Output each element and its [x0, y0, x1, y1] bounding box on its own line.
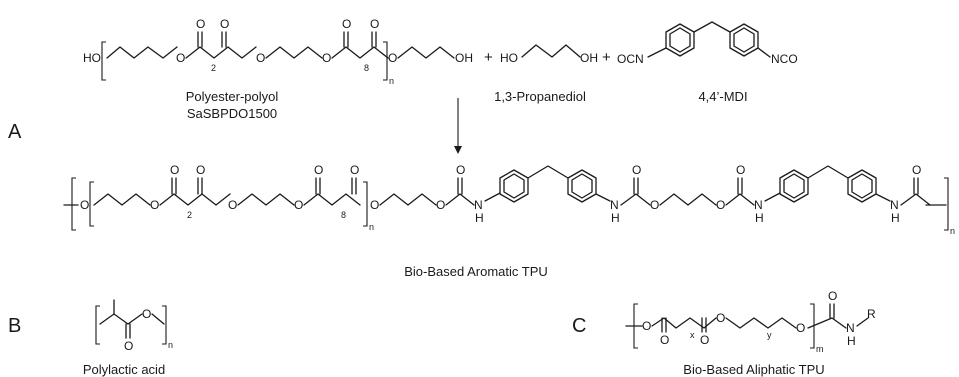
- aliphatic-tpu-label: Bio-Based Aliphatic TPU: [683, 362, 824, 377]
- atom-o: O: [370, 198, 379, 212]
- subscript-x: x: [690, 330, 695, 340]
- atom-n: N: [846, 321, 855, 335]
- atom-h: H: [611, 211, 620, 225]
- atom-h: H: [891, 211, 900, 225]
- atom-o: O: [436, 198, 445, 212]
- propanediol-label: 1,3-Propanediol: [494, 89, 586, 104]
- panel-label-b: B: [8, 315, 21, 337]
- atom-o: O: [314, 163, 323, 177]
- atom-ho: HO: [83, 51, 101, 65]
- atom-o: O: [736, 163, 745, 177]
- atom-o: O: [350, 163, 359, 177]
- atom-o: O: [228, 198, 237, 212]
- panel-label-c: C: [572, 315, 586, 337]
- atom-oh: OH: [455, 51, 473, 65]
- subscript-8: 8: [341, 210, 346, 220]
- subscript-2: 2: [211, 63, 216, 73]
- atom-o: O: [650, 198, 659, 212]
- atom-o: O: [124, 339, 133, 353]
- atom-o: O: [220, 17, 229, 31]
- atom-o: O: [196, 17, 205, 31]
- atom-h: H: [475, 211, 484, 225]
- atom-nco: NCO: [771, 52, 798, 66]
- atom-o: O: [632, 163, 641, 177]
- atom-o: O: [716, 311, 725, 325]
- atom-o: O: [388, 51, 397, 65]
- panel-label-a: A: [8, 121, 22, 143]
- atom-h: H: [847, 334, 856, 348]
- atom-o: O: [80, 198, 89, 212]
- mdi-label: 4,4’-MDI: [698, 89, 747, 104]
- atom-o: O: [142, 307, 151, 321]
- atom-o: O: [700, 333, 709, 347]
- atom-o: O: [370, 17, 379, 31]
- subscript-2: 2: [187, 210, 192, 220]
- subscript-y: y: [767, 330, 772, 340]
- polyol-label: Polyester-polyol: [186, 89, 279, 104]
- aromatic-tpu-label: Bio-Based Aromatic TPU: [404, 264, 548, 279]
- polylactic-acid-structure: O O n: [95, 299, 173, 353]
- atom-o: O: [176, 51, 185, 65]
- atom-o: O: [196, 163, 205, 177]
- reaction-arrowhead: [454, 146, 462, 154]
- polyol-code-label: SaSBPDO1500: [187, 106, 277, 121]
- plus-sign: +: [602, 49, 611, 66]
- atom-ocn: OCN: [617, 52, 644, 66]
- subscript-n: n: [950, 226, 955, 236]
- subscript-8: 8: [364, 63, 369, 73]
- subscript-n: n: [168, 340, 173, 350]
- atom-ho: HO: [500, 51, 518, 65]
- atom-n: N: [474, 198, 483, 212]
- plus-sign: +: [484, 49, 493, 66]
- atom-o: O: [294, 198, 303, 212]
- atom-o: O: [796, 321, 805, 335]
- polyester-polyol-structure: HO O O O 2 O O O O 8 n O OH: [83, 17, 473, 86]
- atom-h: H: [755, 211, 764, 225]
- atom-o: O: [912, 163, 921, 177]
- atom-n: N: [610, 198, 619, 212]
- aromatic-tpu-structure: O O O O 2 O O O O 8 n O O O N H: [63, 163, 955, 236]
- atom-o: O: [456, 163, 465, 177]
- atom-o: O: [660, 333, 669, 347]
- subscript-n: n: [389, 76, 394, 86]
- aliphatic-tpu-structure: O O x O O y O m O N H R: [625, 289, 876, 354]
- atom-o: O: [342, 17, 351, 31]
- atom-r: R: [867, 307, 876, 321]
- pla-label: Polylactic acid: [83, 362, 165, 377]
- atom-oh: OH: [580, 51, 598, 65]
- subscript-n: n: [369, 222, 374, 232]
- atom-o: O: [170, 163, 179, 177]
- atom-o: O: [150, 198, 159, 212]
- mdi-structure: OCN NCO: [617, 21, 798, 66]
- atom-n: N: [754, 198, 763, 212]
- propanediol-structure: HO OH: [500, 44, 598, 65]
- atom-n: N: [890, 198, 899, 212]
- atom-o: O: [322, 51, 331, 65]
- atom-o: O: [642, 319, 651, 333]
- subscript-m: m: [816, 344, 824, 354]
- atom-o: O: [828, 289, 837, 303]
- atom-o: O: [716, 198, 725, 212]
- atom-o: O: [256, 51, 265, 65]
